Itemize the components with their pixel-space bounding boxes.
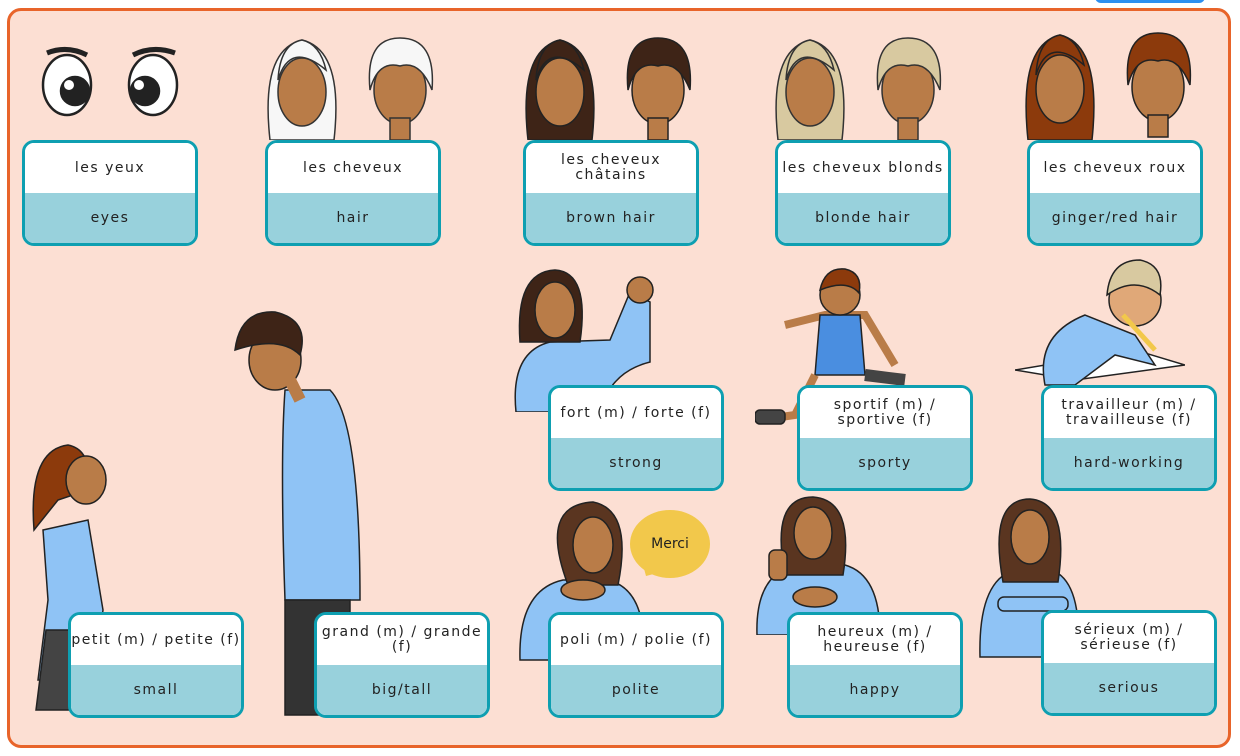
vocab-card-sporty: sportif (m) / sportive (f)sporty (797, 385, 973, 491)
eyes-illustration (41, 47, 179, 117)
english-word: serious (1044, 663, 1214, 713)
french-word: fort (m) / forte (f) (551, 388, 721, 438)
english-word: ginger/red hair (1030, 193, 1200, 243)
english-word: polite (551, 665, 721, 715)
vocab-card-happy: heureux (m) / heureuse (f)happy (787, 612, 963, 718)
top-tab[interactable] (1095, 0, 1205, 3)
hard-working-boy-illustration (1015, 259, 1185, 386)
english-word: small (71, 665, 241, 715)
french-word: travailleur (m) / travailleuse (f) (1044, 388, 1214, 438)
vocab-card-polite: poli (m) / polie (f)polite (548, 612, 724, 718)
english-word: eyes (25, 193, 195, 243)
french-word: sérieux (m) / sérieuse (f) (1044, 613, 1214, 663)
french-word: les cheveux châtains (526, 143, 696, 193)
hair-blonde-illustration (775, 37, 942, 140)
english-word: strong (551, 438, 721, 488)
french-word: les cheveux roux (1030, 143, 1200, 193)
speech-bubble: Merci (630, 510, 710, 578)
english-word: sporty (800, 438, 970, 488)
english-word: happy (790, 665, 960, 715)
vocab-card-hard-working: travailleur (m) / travailleuse (f)hard-w… (1041, 385, 1217, 491)
french-word: petit (m) / petite (f) (71, 615, 241, 665)
vocab-card-strong: fort (m) / forte (f)strong (548, 385, 724, 491)
french-word: heureux (m) / heureuse (f) (790, 615, 960, 665)
vocab-card-tall: grand (m) / grande (f)big/tall (314, 612, 490, 718)
french-word: grand (m) / grande (f) (317, 615, 487, 665)
sporty-boy-illustration (755, 268, 906, 425)
french-word: les cheveux (268, 143, 438, 193)
french-word: les cheveux blonds (778, 143, 948, 193)
hair-ginger-illustration (1025, 32, 1192, 140)
french-word: poli (m) / polie (f) (551, 615, 721, 665)
english-word: brown hair (526, 193, 696, 243)
english-word: hard-working (1044, 438, 1214, 488)
vocab-card-small: petit (m) / petite (f)small (68, 612, 244, 718)
strong-person-illustration (514, 269, 654, 412)
french-word: sportif (m) / sportive (f) (800, 388, 970, 438)
vocab-card-serious: sérieux (m) / sérieuse (f)serious (1041, 610, 1217, 716)
english-word: big/tall (317, 665, 487, 715)
english-word: hair (268, 193, 438, 243)
french-word: les yeux (25, 143, 195, 193)
english-word: blonde hair (778, 193, 948, 243)
hair-brown-illustration (525, 37, 692, 140)
hair-white-illustration (267, 37, 434, 140)
